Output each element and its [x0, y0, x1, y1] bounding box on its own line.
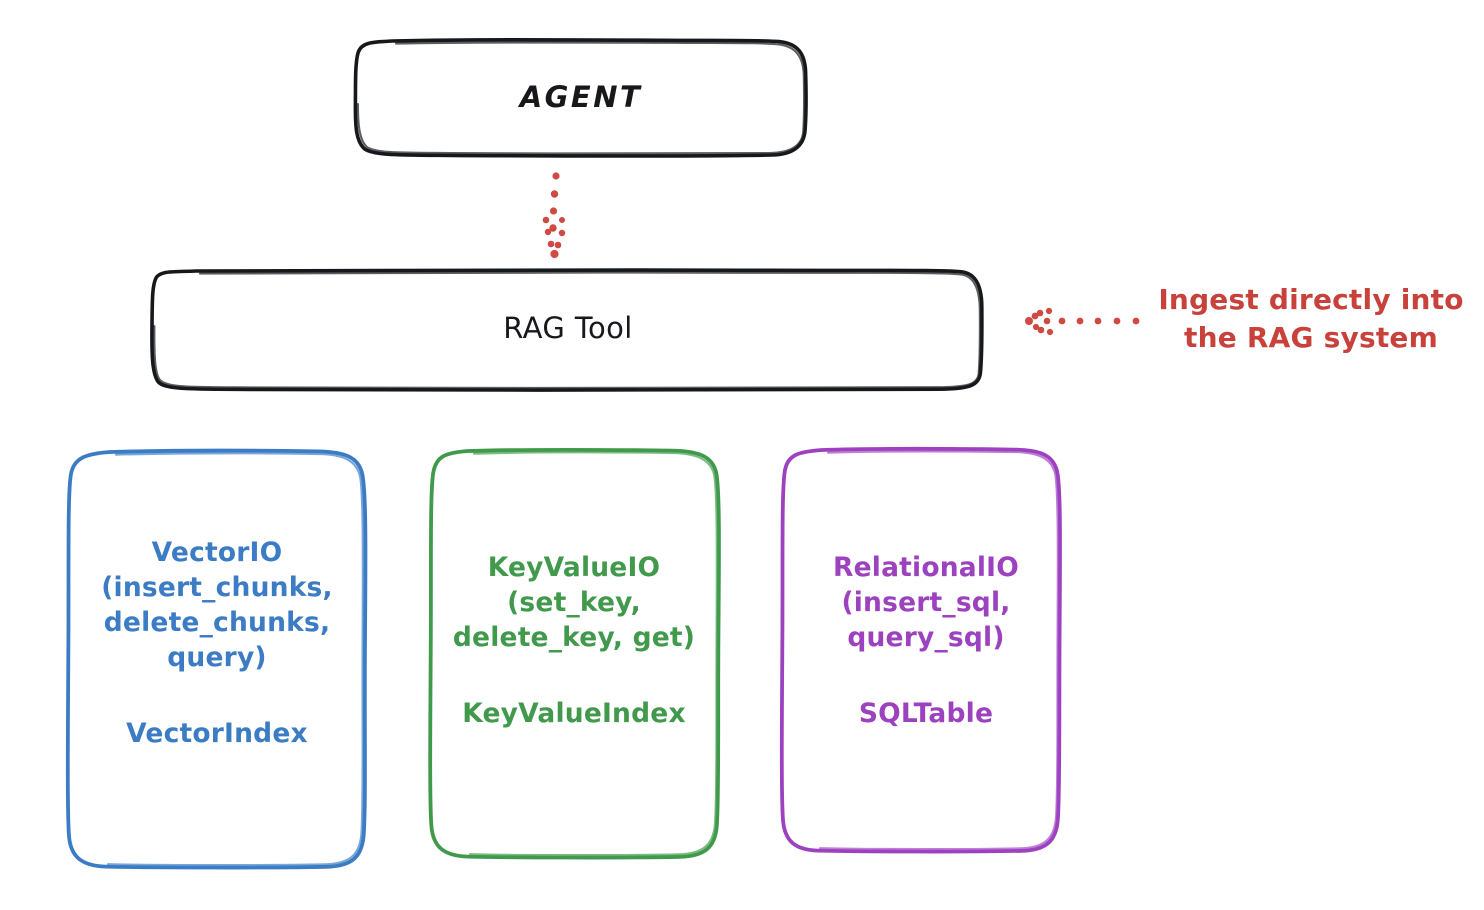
agent-node[interactable]: [353, 37, 808, 158]
agent-box-outline-second-pass: [356, 41, 806, 155]
edge-agent-to-rag-tool: [542, 172, 566, 259]
vector-io-box-outline-second-pass: [106, 452, 364, 867]
key-value-io-node[interactable]: [428, 447, 721, 860]
rag-tool-box-outline: [150, 267, 984, 392]
rag-tool-box-outline-second-pass: [153, 271, 981, 390]
key-value-io-box-outline: [428, 447, 721, 860]
relational-io-node[interactable]: [779, 446, 1062, 854]
rag-tool-node[interactable]: [150, 267, 984, 392]
relational-io-box-outline-second-pass: [818, 450, 1059, 851]
vector-io-box-outline: [65, 448, 368, 870]
key-value-io-box-outline-second-pass: [468, 451, 718, 857]
relational-io-box-outline: [779, 446, 1062, 854]
edge-ingest-note-to-rag-tool: [1025, 307, 1140, 336]
vector-io-node[interactable]: [65, 448, 368, 870]
agent-box-outline: [353, 37, 808, 158]
